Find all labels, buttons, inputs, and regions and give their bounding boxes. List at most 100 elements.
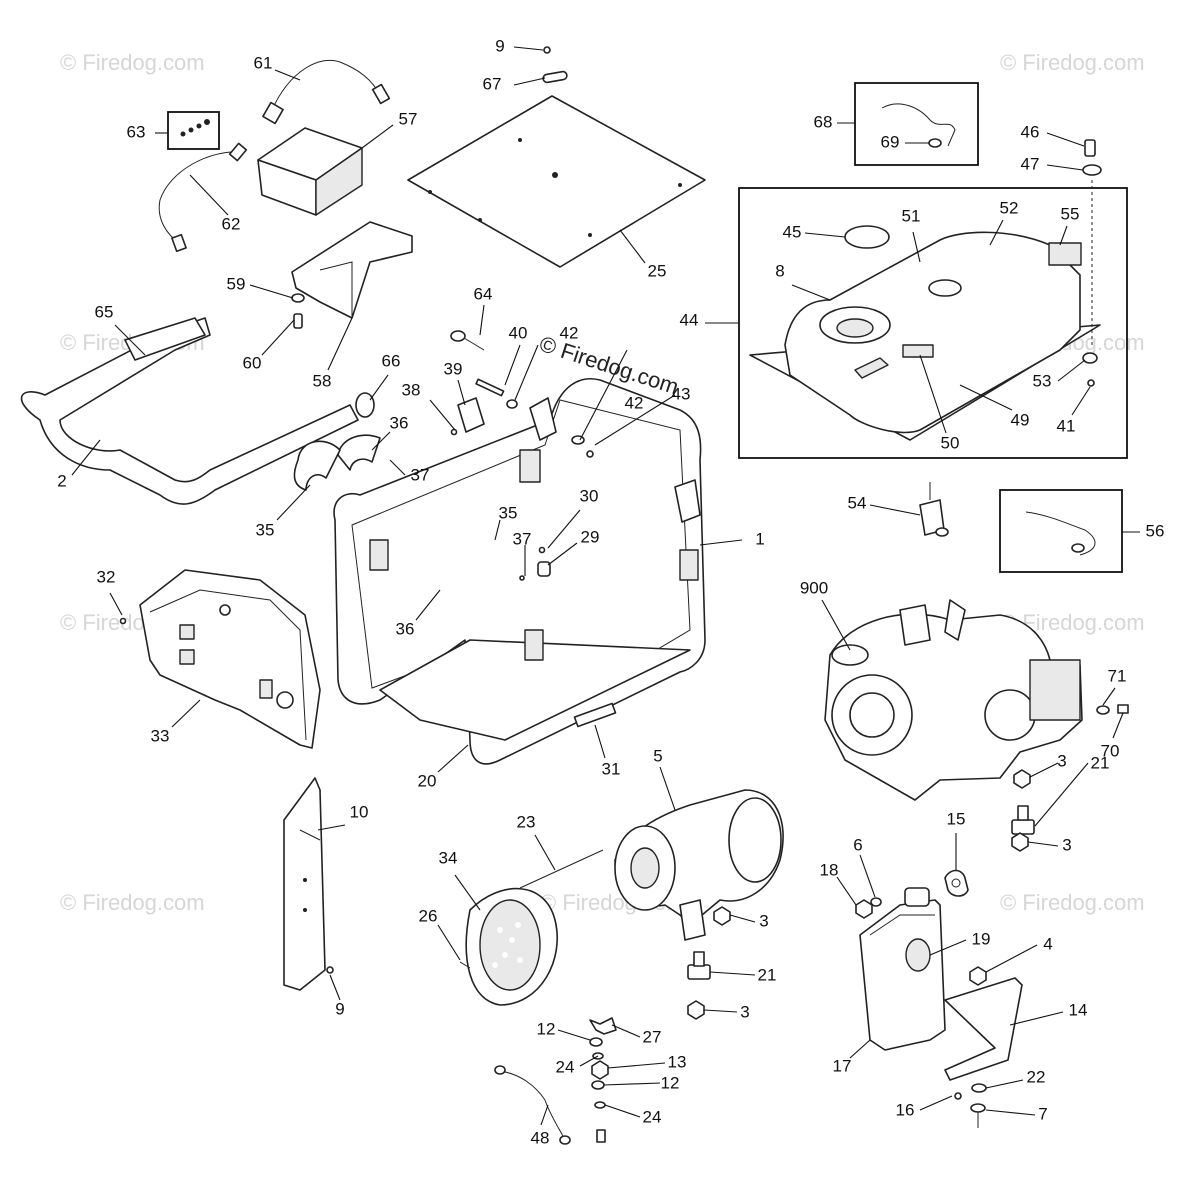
callout-label: 25 <box>648 261 667 280</box>
callout-label: 37 <box>411 465 430 484</box>
pin-64 <box>450 330 485 351</box>
callout-label: 17 <box>833 1056 852 1075</box>
heat-shield-bracket-14 <box>944 977 1023 1081</box>
callout-label: 23 <box>517 812 536 831</box>
callout-label: 45 <box>783 222 802 241</box>
callout-label: 7 <box>1038 1104 1047 1123</box>
callout-label: 38 <box>402 380 421 399</box>
callout-label: 35 <box>499 503 518 522</box>
bracket-10 <box>283 777 326 991</box>
bracket-42-a <box>529 397 557 441</box>
leader-lines <box>71 46 1140 1126</box>
fuel-tank-49 <box>749 231 1101 441</box>
callout-label: 8 <box>775 261 784 280</box>
battery-tray-58 <box>291 221 413 319</box>
callout-label: 42 <box>625 393 644 412</box>
callout-label: 21 <box>1091 753 1110 772</box>
callout-label: 3 <box>759 911 768 930</box>
callout-label: 34 <box>439 848 458 867</box>
callout-label: 24 <box>643 1107 662 1126</box>
callout-label: 40 <box>509 323 528 342</box>
alternator-5 <box>614 789 784 941</box>
nut-3-alt <box>713 906 731 926</box>
watermark-text: © Firedog.com <box>1000 890 1145 915</box>
callout-label: 56 <box>1146 521 1165 540</box>
hardware-stack-12-27 <box>589 1017 617 1143</box>
callout-label: 65 <box>95 302 114 321</box>
callout-label: 12 <box>661 1073 680 1092</box>
hardware-box-63 <box>167 111 220 150</box>
callout-label: 54 <box>848 493 867 512</box>
gasket-15 <box>944 869 969 897</box>
watermark-text: © Firedog.com <box>60 50 205 75</box>
muffler-17 <box>859 887 946 1051</box>
mount-21-alt <box>687 951 711 1020</box>
screw-9-bottom <box>326 966 334 974</box>
callout-label: 66 <box>382 351 401 370</box>
callout-label: 3 <box>1062 835 1071 854</box>
bolt-7 <box>970 1103 986 1128</box>
callout-label: 49 <box>1011 410 1030 429</box>
callout-label: 43 <box>672 384 691 403</box>
callout-label: 46 <box>1021 122 1040 141</box>
battery-cable-62 <box>158 142 248 253</box>
callout-label: 30 <box>580 486 599 505</box>
frame-1 <box>333 378 706 765</box>
callout-label: 22 <box>1027 1067 1046 1086</box>
nut-4 <box>969 966 987 986</box>
callout-label: 16 <box>896 1100 915 1119</box>
hardware-6-18 <box>855 897 882 919</box>
watermark-text: © Firedog.com <box>1000 50 1145 75</box>
callout-label: 44 <box>680 310 699 329</box>
callout-label: 4 <box>1043 934 1052 953</box>
top-panel <box>407 95 706 268</box>
callout-label: 70 <box>1101 741 1120 760</box>
callout-label: 67 <box>483 74 502 93</box>
callout-label: 14 <box>1069 1000 1088 1019</box>
elbow-36-top <box>337 434 381 471</box>
callout-label: 39 <box>444 359 463 378</box>
callout-label: 6 <box>853 835 862 854</box>
callout-label: 37 <box>513 529 532 548</box>
callout-label: 20 <box>418 771 437 790</box>
screw-16 <box>954 1092 962 1100</box>
callout-label: 52 <box>1000 198 1019 217</box>
callout-label: 9 <box>335 999 344 1018</box>
callout-label: 48 <box>531 1128 550 1147</box>
callout-label: 24 <box>556 1057 575 1076</box>
handle-2 <box>20 317 359 505</box>
callout-label: 3 <box>1057 751 1066 770</box>
hardware-70-71 <box>1096 704 1129 715</box>
callout-label: 15 <box>947 809 966 828</box>
callout-label: 68 <box>814 112 833 131</box>
callout-label: 31 <box>602 759 621 778</box>
callout-label: 47 <box>1021 154 1040 173</box>
rail-31 <box>573 702 617 728</box>
callout-label: 53 <box>1033 371 1052 390</box>
handle-grip-66 <box>355 392 375 418</box>
ground-wire-48 <box>494 1065 571 1145</box>
hardware-46-53 <box>1082 139 1102 387</box>
callout-label: 64 <box>474 284 493 303</box>
callout-label: 3 <box>740 1002 749 1021</box>
engine-900 <box>824 599 1083 801</box>
fuel-line-box-56 <box>999 489 1123 573</box>
fuel-line-56 <box>1025 511 1096 556</box>
callout-label: 5 <box>653 746 662 765</box>
callout-label: 55 <box>1061 204 1080 223</box>
fuel-line-box-68 <box>854 82 979 166</box>
callout-label: 35 <box>256 520 275 539</box>
bushing-29-30 <box>519 546 551 581</box>
callout-label: 50 <box>941 433 960 452</box>
callout-label: 19 <box>972 929 991 948</box>
callout-label: 42 <box>560 323 579 342</box>
callout-label: 58 <box>313 371 332 390</box>
callout-label: 2 <box>57 471 66 490</box>
callout-label: 62 <box>222 214 241 233</box>
slot-bracket <box>542 46 568 84</box>
callout-label: 59 <box>227 274 246 293</box>
callout-labels: 9 67 61 63 57 62 25 59 60 58 65 2 66 64 … <box>57 36 1164 1147</box>
callout-label: 69 <box>881 132 900 151</box>
bracket-39 <box>457 397 485 433</box>
control-panel-33 <box>139 569 321 749</box>
